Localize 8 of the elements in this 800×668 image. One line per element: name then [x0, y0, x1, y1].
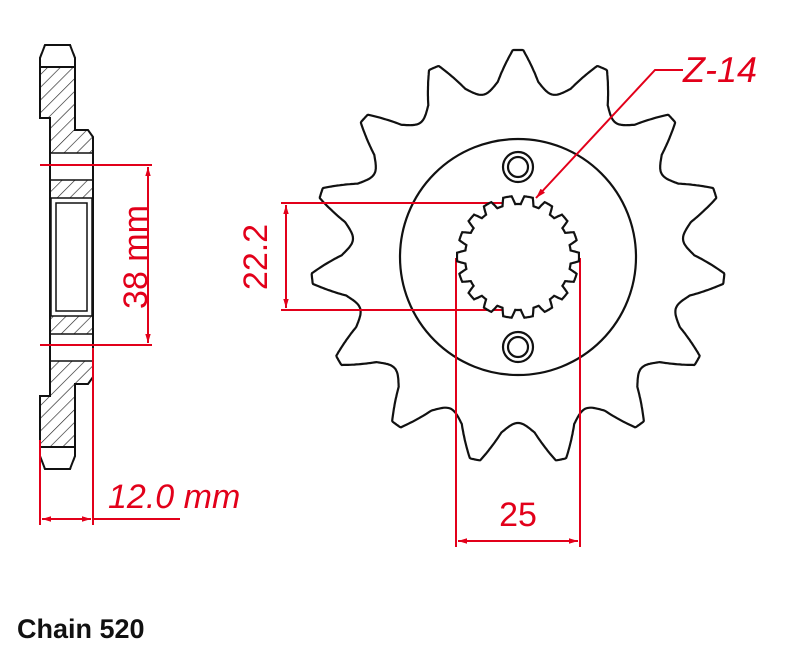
dimension-label: 25	[499, 498, 537, 532]
dimension-label: 38 mm	[119, 205, 153, 309]
dimension-label: 22.2	[239, 224, 273, 290]
dimension-label: 12.0 mm	[108, 480, 240, 514]
leader-line	[535, 69, 683, 199]
callout-label: Z-14	[683, 52, 758, 88]
spline-bore-drawing	[456, 195, 580, 319]
chain-size-label: Chain 520	[17, 616, 145, 643]
